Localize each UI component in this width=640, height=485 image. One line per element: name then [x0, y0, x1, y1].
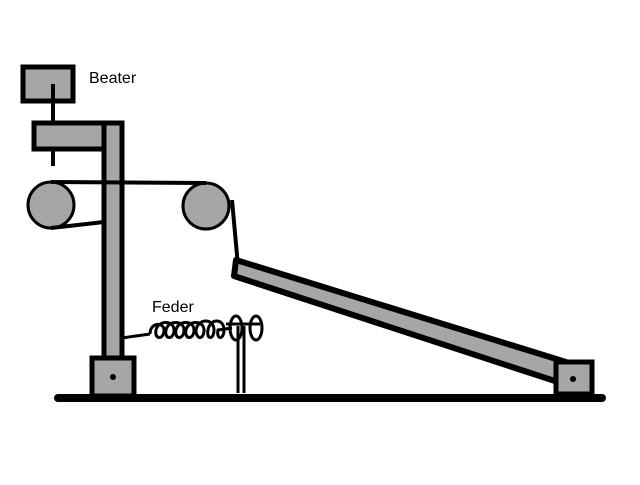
right-pulley — [181, 181, 231, 231]
heel-pivot — [570, 376, 576, 382]
vertical-post — [101, 120, 125, 366]
strap-top — [50, 180, 207, 185]
left-pulley — [26, 180, 76, 230]
post-base-pivot — [110, 374, 116, 380]
spring-coil — [148, 319, 233, 339]
strap-to-pedal — [230, 199, 240, 267]
spring-label: Feder — [152, 299, 194, 316]
spring-connector — [121, 332, 151, 340]
beater-head — [20, 64, 76, 104]
beater-label: Beater — [89, 70, 137, 87]
spring-stand-ring-1 — [228, 314, 244, 342]
strap-left-lower — [50, 220, 105, 230]
pedal-footboard — [231, 257, 569, 387]
post-base-block — [89, 355, 137, 399]
spring-stand-ring-2 — [248, 314, 264, 342]
